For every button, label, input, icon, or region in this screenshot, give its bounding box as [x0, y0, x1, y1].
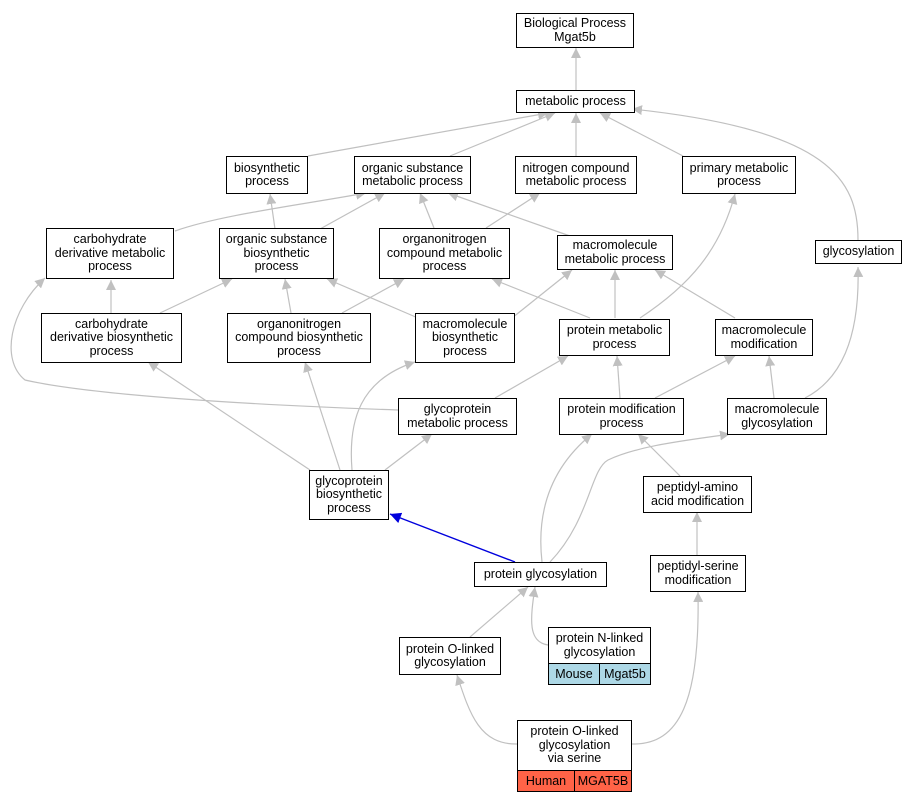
edge-organonitrogen-bio-to-organic-sub-bio [281, 278, 292, 314]
node-macromolecule-modification[interactable]: macromolecule modification [715, 319, 813, 356]
node-peptidyl-amino-acid-modification[interactable]: peptidyl-amino acid modification [643, 476, 752, 513]
edge-glycosylation-to-metabolic [631, 105, 859, 241]
edge-organonitrogen-bio-to-organonitrogen-met [341, 278, 405, 314]
node-peptidyl-serine-modification[interactable]: peptidyl-serine modification [650, 555, 746, 592]
node-protein-o-linked-glycosylation[interactable]: protein O-linked glycosylation [399, 637, 501, 675]
node-protein-metabolic-process[interactable]: protein metabolic process [559, 319, 670, 356]
edge-glycoprotein-bio-to-glycoprotein-met [384, 433, 433, 471]
edge-organonitrogen-met-to-nitrogen-comp [485, 192, 541, 229]
edge-organic-sub-met-to-metabolic [449, 112, 556, 157]
edge-peptidyl-amino-to-protein-mod [637, 433, 681, 477]
node-protein-o-linked-glycosylation-via-serine[interactable]: protein O-linked glycosylation via serin… [517, 720, 632, 792]
node-organonitrogen-compound-biosynthetic-process[interactable]: organonitrogen compound biosynthetic pro… [227, 313, 371, 363]
edge-organonitrogen-met-to-organic-sub-met [419, 192, 435, 229]
node-protein-modification-process[interactable]: protein modification process [559, 398, 684, 435]
species-cell[interactable]: Human [525, 774, 567, 788]
edge-protein-met-to-organonitrogen-met [491, 278, 591, 319]
annotation-row: Human MGAT5B [518, 770, 631, 791]
edge-macromolecule-bio-to-macromolecule-met [511, 269, 573, 319]
edge-o-linked-serine-to-peptidyl-serine [631, 591, 704, 745]
edge-biosynthetic-to-metabolic [307, 109, 549, 157]
edge-protein-met-to-primary-met [639, 193, 738, 319]
node-biosynthetic-process[interactable]: biosynthetic process [226, 156, 308, 194]
node-protein-n-linked-glycosylation[interactable]: protein N-linked glycosylation Mouse Mga… [548, 627, 651, 685]
node-macromolecule-glycosylation[interactable]: macromolecule glycosylation [727, 398, 827, 435]
species-cell[interactable]: Mouse [555, 667, 593, 681]
edge-glycoprotein-bio-to-macromolecule-bio [350, 360, 416, 471]
edge-macromolecule-glyc-to-macromolecule-mod [765, 355, 776, 399]
edge-protein-glyc-to-protein-mod [540, 433, 593, 563]
node-carbohydrate-derivative-metabolic-process[interactable]: carbohydrate derivative metabolic proces… [46, 228, 174, 279]
node-glycosylation[interactable]: glycosylation [815, 240, 902, 264]
node-organic-substance-metabolic-process[interactable]: organic substance metabolic process [354, 156, 471, 194]
edge-organic-sub-bio-to-organic-sub-met [319, 192, 386, 230]
node-nitrogen-compound-metabolic-process[interactable]: nitrogen compound metabolic process [515, 156, 637, 194]
node-protein-glycosylation[interactable]: protein glycosylation [474, 562, 607, 587]
gene-cell[interactable]: MGAT5B [574, 771, 631, 791]
node-carbohydrate-derivative-biosynthetic-process[interactable]: carbohydrate derivative biosynthetic pro… [41, 313, 182, 363]
node-glycoprotein-metabolic-process[interactable]: glycoprotein metabolic process [398, 398, 517, 435]
edge-carb-deriv-bio-to-organic-sub-bio [159, 278, 233, 314]
edge-glycoprotein-bio-to-organonitrogen-bio [303, 361, 341, 471]
edge-primary-met-to-metabolic [599, 112, 684, 157]
edge-carb-deriv-met-to-organic-sub-met [174, 189, 367, 232]
edge-protein-mod-to-protein-met [612, 355, 623, 399]
edge-glycoprotein-bio-to-carb-deriv-bio [147, 361, 311, 471]
edge-protein-glyc-to-macromolecule-glyc [549, 430, 731, 563]
node-biological-process[interactable]: Biological Process Mgat5b [516, 13, 634, 48]
node-macromolecule-biosynthetic-process[interactable]: macromolecule biosynthetic process [415, 313, 515, 363]
edge-protein-n-linked-to-protein-glyc [528, 586, 549, 646]
edge-macromolecule-mod-to-macromolecule-met [654, 269, 736, 319]
node-label: protein O-linked glycosylation via serin… [530, 724, 619, 766]
edge-protein-o-linked-to-protein-glyc [469, 586, 529, 638]
edge-protein-glyc-to-glycoprotein-bio [389, 512, 516, 563]
node-macromolecule-metabolic-process[interactable]: macromolecule metabolic process [557, 235, 673, 270]
edge-macromolecule-met-to-organic-sub-met [447, 191, 571, 237]
edge-o-linked-serine-to-protein-o-linked [455, 674, 519, 745]
edge-organic-sub-bio-to-biosynthetic [266, 193, 277, 230]
node-primary-metabolic-process[interactable]: primary metabolic process [682, 156, 796, 194]
edge-glycoprotein-met-to-carb-deriv-met [10, 277, 399, 411]
gene-cell[interactable]: Mgat5b [599, 664, 650, 684]
node-metabolic-process[interactable]: metabolic process [516, 90, 635, 113]
edge-protein-mod-to-macromolecule-mod [654, 355, 736, 399]
node-glycoprotein-biosynthetic-process[interactable]: glycoprotein biosynthetic process [309, 470, 389, 520]
node-label: protein N-linked glycosylation [555, 631, 644, 659]
edge-glycoprotein-met-to-protein-met [494, 355, 569, 399]
edge-macromolecule-glyc-to-glycosylation [804, 266, 864, 399]
edge-macromolecule-bio-to-organic-sub-bio [326, 278, 419, 319]
annotation-row: Mouse Mgat5b [549, 663, 650, 684]
node-organic-substance-biosynthetic-process[interactable]: organic substance biosynthetic process [219, 228, 334, 279]
node-organonitrogen-compound-metabolic-process[interactable]: organonitrogen compound metabolic proces… [379, 228, 510, 279]
